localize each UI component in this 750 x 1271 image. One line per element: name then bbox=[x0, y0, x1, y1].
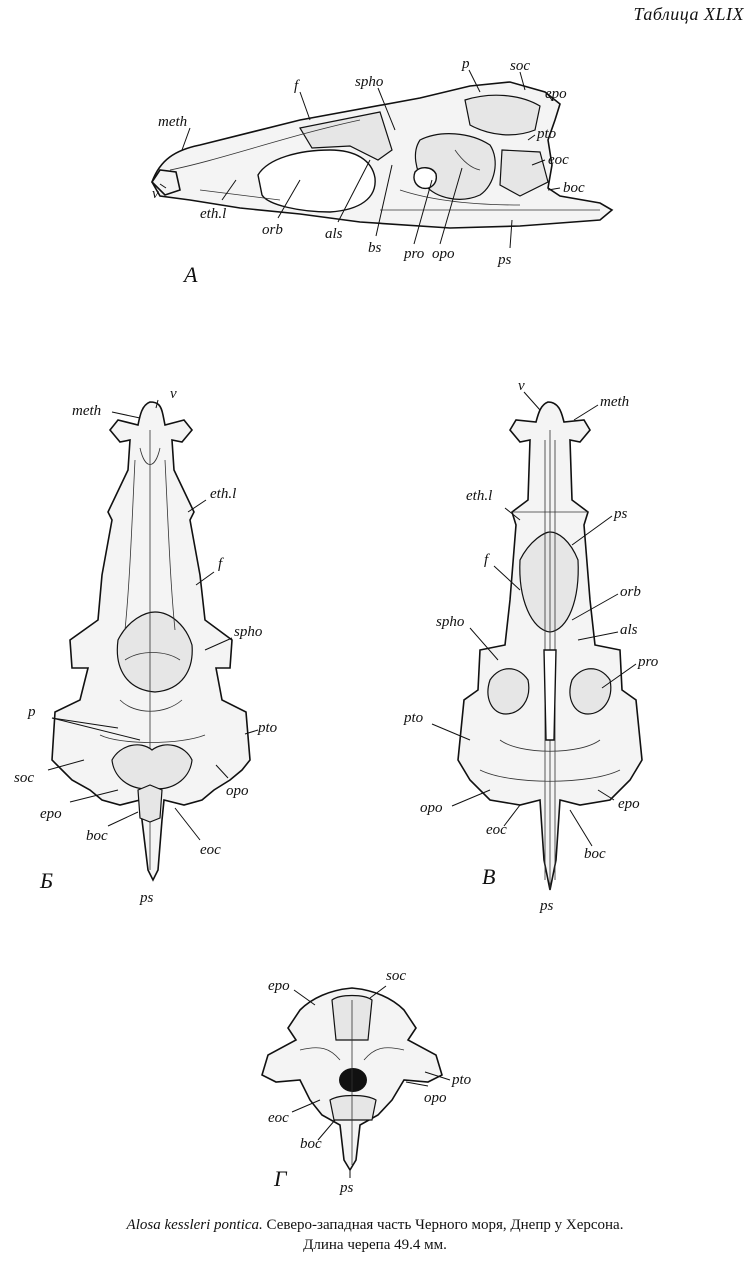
label-b-f: f bbox=[218, 556, 224, 572]
figure-letter-g: Г bbox=[273, 1166, 288, 1191]
label-v-v: v bbox=[518, 378, 525, 394]
figure-letter-v: В bbox=[482, 864, 495, 889]
figure-a-lateral-skull: meth f spho p soc epo pto eoc boc v eth.… bbox=[150, 56, 614, 287]
caption-measure: Длина черепа 49.4 мм. bbox=[303, 1237, 447, 1253]
label-b-boc: boc bbox=[86, 828, 108, 844]
label-a-pro: pro bbox=[403, 246, 425, 262]
label-b-meth: meth bbox=[72, 403, 101, 419]
label-v-eth-l: eth.l bbox=[466, 488, 492, 504]
label-a-bs: bs bbox=[368, 240, 382, 256]
label-b-p: p bbox=[27, 704, 36, 720]
label-v-eoc: eoc bbox=[486, 822, 507, 838]
label-a-pto: pto bbox=[536, 126, 557, 142]
label-a-epo: epo bbox=[545, 86, 567, 102]
label-g-ps: ps bbox=[339, 1180, 354, 1196]
label-a-als: als bbox=[325, 226, 343, 242]
label-v-ps-top: ps bbox=[613, 506, 628, 522]
caption-locality: Северо-западная часть Черного моря, Днеп… bbox=[266, 1217, 624, 1233]
label-v-epo: epo bbox=[618, 796, 640, 812]
label-b-opo: opo bbox=[226, 783, 249, 799]
label-b-v: v bbox=[170, 386, 177, 402]
label-a-ps: ps bbox=[497, 252, 512, 268]
label-a-p: p bbox=[461, 56, 470, 72]
label-a-soc: soc bbox=[510, 58, 530, 74]
foramen-magnum bbox=[339, 1068, 367, 1092]
label-g-epo: epo bbox=[268, 978, 290, 994]
label-b-eth-l: eth.l bbox=[210, 486, 236, 502]
label-g-pto: pto bbox=[451, 1072, 472, 1088]
label-b-pto: pto bbox=[257, 720, 278, 736]
label-b-eoc: eoc bbox=[200, 842, 221, 858]
label-v-boc: boc bbox=[584, 846, 606, 862]
label-g-eoc: eoc bbox=[268, 1110, 289, 1126]
label-a-f: f bbox=[294, 78, 300, 94]
figure-v-ventral-skull: v meth eth.l ps f orb als spho pro pto o… bbox=[403, 378, 659, 914]
label-a-orb: orb bbox=[262, 222, 283, 238]
label-b-soc: soc bbox=[14, 770, 34, 786]
figure-letter-b: Б bbox=[39, 868, 53, 893]
label-a-opo: opo bbox=[432, 246, 455, 262]
label-a-v: v bbox=[152, 186, 159, 202]
label-b-ps: ps bbox=[139, 890, 154, 906]
label-g-soc: soc bbox=[386, 968, 406, 984]
label-g-opo: opo bbox=[424, 1090, 447, 1106]
label-a-eoc: eoc bbox=[548, 152, 569, 168]
label-a-eth-l: eth.l bbox=[200, 206, 226, 222]
label-v-spho: spho bbox=[436, 614, 465, 630]
figure-g-posterior-skull: epo soc pto opo eoc boc ps Г bbox=[261, 968, 472, 1196]
label-a-meth: meth bbox=[158, 114, 187, 130]
label-b-epo: epo bbox=[40, 806, 62, 822]
plate-title: Таблица XLIX bbox=[633, 4, 744, 24]
label-v-meth: meth bbox=[600, 394, 629, 410]
caption-line-1: Alosa kessleri pontica. Северо-западная … bbox=[0, 1215, 750, 1235]
figure-letter-a: А bbox=[182, 262, 198, 287]
label-v-ps: ps bbox=[539, 898, 554, 914]
label-v-opo: opo bbox=[420, 800, 443, 816]
label-v-f: f bbox=[484, 552, 490, 568]
label-v-als: als bbox=[620, 622, 638, 638]
label-v-pto: pto bbox=[403, 710, 424, 726]
plate-caption: Alosa kessleri pontica. Северо-западная … bbox=[0, 1215, 750, 1255]
figure-b-dorsal-skull: meth v eth.l f spho p pto soc opo epo bo… bbox=[14, 386, 278, 906]
caption-species: Alosa kessleri pontica. bbox=[126, 1217, 263, 1233]
label-v-orb: orb bbox=[620, 584, 641, 600]
label-b-spho: spho bbox=[234, 624, 263, 640]
label-v-pro: pro bbox=[637, 654, 659, 670]
label-a-boc: boc bbox=[563, 180, 585, 196]
label-g-boc: boc bbox=[300, 1136, 322, 1152]
label-a-spho: spho bbox=[355, 74, 384, 90]
